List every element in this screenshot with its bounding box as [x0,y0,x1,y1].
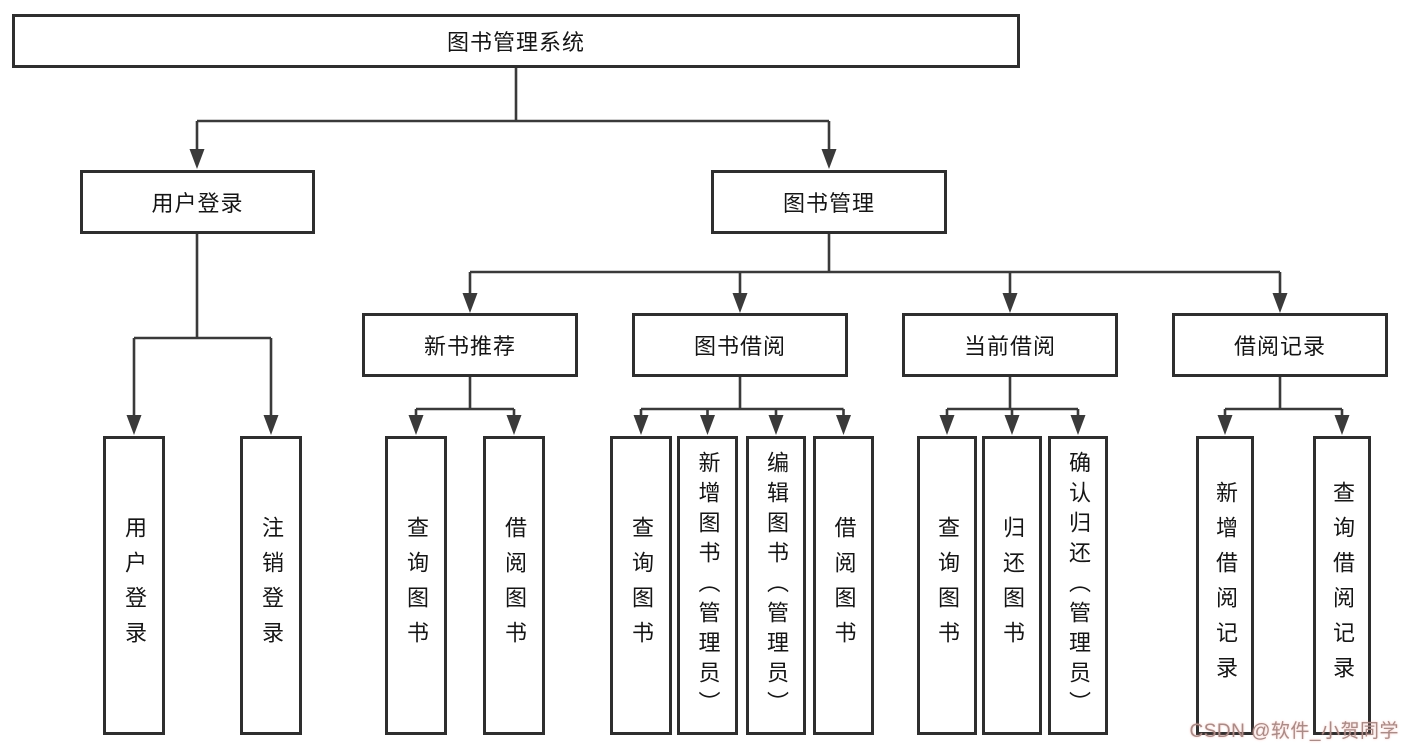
leaf-query-books-recommend: 查询图书 [385,436,447,735]
node-borrowing-records: 借阅记录 [1172,313,1388,377]
leaf-edit-book-admin-label: 编辑图书（管理员） [764,450,789,721]
csdn-watermark: CSDN @软件_小贺同学 [1189,721,1399,742]
leaf-query-books-borrowing: 查询图书 [610,436,672,735]
node-book-borrowing: 图书借阅 [632,313,848,377]
node-book-management: 图书管理 [711,170,947,234]
node-user-login: 用户登录 [80,170,315,234]
node-library-system: 图书管理系统 [12,14,1020,68]
leaf-query-borrow-record-label: 查询借阅记录 [1330,480,1355,691]
node-new-book-recommend: 新书推荐 [362,313,578,377]
leaf-edit-book-admin: 编辑图书（管理员） [746,436,806,735]
leaf-add-book-admin-label: 新增图书（管理员） [695,450,721,721]
node-current-borrowing: 当前借阅 [902,313,1118,377]
node-book-borrowing-label: 图书借阅 [693,334,786,359]
node-book-management-label: 图书管理 [782,191,875,216]
node-current-borrowing-label: 当前借阅 [963,334,1056,359]
leaf-logout: 注销登录 [240,436,302,735]
leaf-add-borrow-record: 新增借阅记录 [1196,436,1254,735]
leaf-query-borrow-record: 查询借阅记录 [1313,436,1371,735]
node-borrowing-records-label: 借阅记录 [1233,334,1326,359]
leaf-borrow-books-label: 借阅图书 [831,515,857,656]
node-user-login-label: 用户登录 [151,191,244,216]
leaf-borrow-books-recommend: 借阅图书 [483,436,545,735]
node-library-system-label: 图书管理系统 [446,30,585,55]
leaf-logout-label: 注销登录 [259,515,284,656]
leaf-borrow-books: 借阅图书 [813,436,874,735]
leaf-query-books-current-label: 查询图书 [935,515,960,656]
leaf-query-books-current: 查询图书 [917,436,977,735]
leaf-return-books-label: 归还图书 [1000,515,1025,656]
leaf-query-books-recommend-label: 查询图书 [404,515,429,656]
leaf-add-borrow-record-label: 新增借阅记录 [1213,480,1238,691]
leaf-add-book-admin: 新增图书（管理员） [677,436,738,735]
leaf-return-books: 归还图书 [982,436,1042,735]
node-new-book-recommend-label: 新书推荐 [423,334,516,359]
leaf-user-login: 用户登录 [103,436,165,735]
leaf-user-login-label: 用户登录 [122,515,147,656]
leaf-borrow-books-recommend-label: 借阅图书 [502,515,527,656]
leaf-confirm-return-admin-label: 确认归还（管理员） [1066,450,1091,721]
leaf-query-books-borrowing-label: 查询图书 [629,515,654,656]
leaf-confirm-return-admin: 确认归还（管理员） [1048,436,1108,735]
